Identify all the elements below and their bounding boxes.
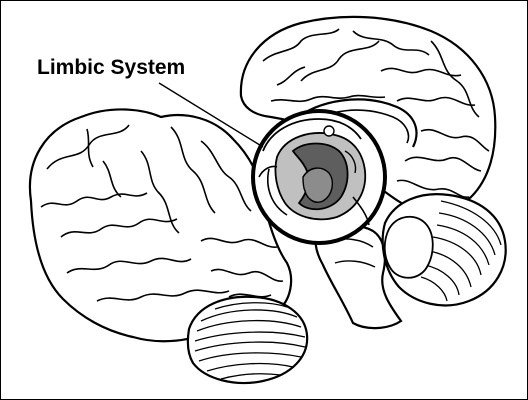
lateral-gyri <box>40 124 284 302</box>
lateral-cerebellum-folia <box>194 302 306 380</box>
limbic-core <box>302 167 334 203</box>
callout-leader-line <box>158 82 264 148</box>
hemisphere-gyri <box>262 28 490 198</box>
brainstem <box>314 223 403 330</box>
cerebellar-tonsil <box>383 215 434 279</box>
lateral-cerebellum <box>186 295 309 385</box>
lateral-hemisphere-outline <box>28 108 293 343</box>
medial-cerebellum-folia <box>420 200 502 302</box>
limbic-system-label: Limbic System <box>37 56 186 79</box>
corpus-callosum <box>292 98 418 148</box>
